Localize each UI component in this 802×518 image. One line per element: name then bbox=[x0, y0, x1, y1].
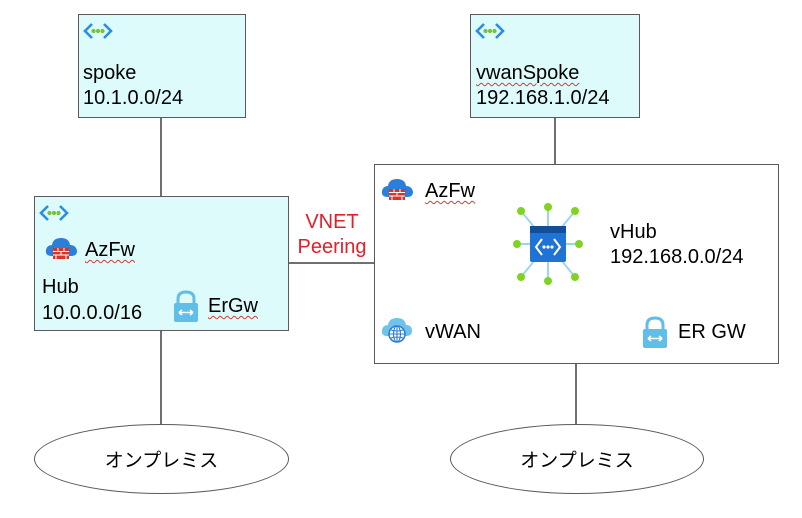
hub-azfw-label: AzFw bbox=[85, 239, 135, 261]
onprem-right-label: オンプレミス bbox=[520, 450, 634, 472]
onprem-right-ellipse[interactable]: オンプレミス bbox=[450, 424, 704, 494]
vpn-gateway-icon bbox=[643, 316, 667, 348]
vnet-icon bbox=[83, 23, 113, 39]
vwan-azfw-label: AzFw bbox=[425, 180, 475, 202]
peering-label-line2: Peering bbox=[297, 236, 367, 258]
vwanspoke-vnet-box[interactable]: vwanSpoke 192.168.1.0/24 bbox=[470, 14, 640, 118]
vwan-box[interactable]: AzFw vHub 192.168.0.0/24 vWAN ER GW bbox=[374, 164, 779, 364]
spoke-cidr: 10.1.0.0/24 bbox=[83, 87, 184, 109]
hub-gateway-label: ErGw bbox=[208, 295, 258, 317]
vhub-cidr: 192.168.0.0/24 bbox=[610, 246, 744, 268]
hub-vnet-box[interactable]: AzFw Hub 10.0.0.0/16 ErGw bbox=[34, 196, 289, 331]
spoke-vnet-box[interactable]: spoke 10.1.0.0/24 bbox=[78, 14, 246, 118]
onprem-left-ellipse[interactable]: オンプレミス bbox=[34, 424, 289, 494]
hub-cidr: 10.0.0.0/16 bbox=[42, 302, 143, 324]
firewall-icon bbox=[45, 238, 77, 259]
spoke-name: spoke bbox=[83, 62, 137, 84]
vwanspoke-name: vwanSpoke bbox=[476, 62, 580, 84]
hub-name: Hub bbox=[42, 276, 79, 298]
virtual-wan-icon bbox=[381, 318, 412, 343]
vpn-gateway-icon bbox=[174, 290, 198, 322]
virtual-hub-icon bbox=[513, 203, 583, 285]
vnet-icon bbox=[39, 205, 69, 221]
onprem-left-label: オンプレミス bbox=[104, 450, 219, 472]
vnet-icon bbox=[475, 23, 505, 39]
firewall-icon bbox=[381, 179, 413, 200]
peering-label-line1: VNET bbox=[305, 211, 359, 233]
vhub-name: vHub bbox=[610, 221, 657, 243]
vwan-name: vWAN bbox=[425, 321, 481, 343]
vwan-gateway-label: ER GW bbox=[678, 321, 746, 343]
vwanspoke-cidr: 192.168.1.0/24 bbox=[476, 87, 610, 109]
